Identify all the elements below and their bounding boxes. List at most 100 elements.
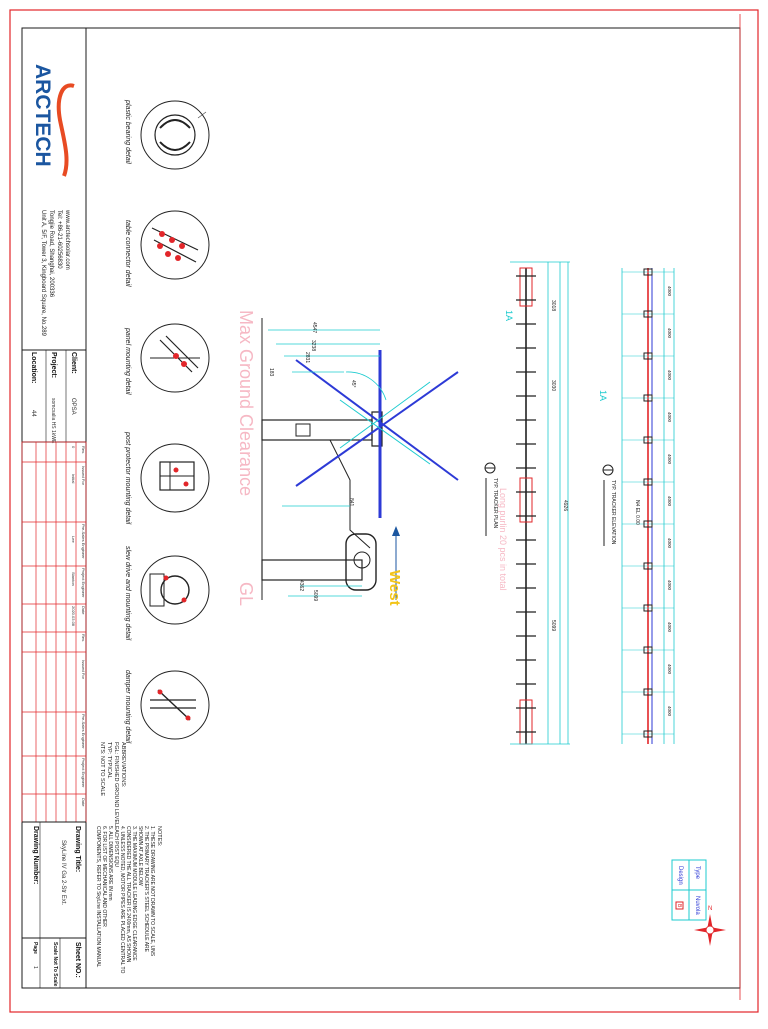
- post-marker: [643, 520, 653, 528]
- tracker-plan-view: 3018 3030 4926 5099 Long purlin 20 pcs i…: [484, 261, 570, 745]
- post-marker: [643, 604, 653, 612]
- note-4: 4. UNLESS NOTED, MOTOR PIPES ARE PLACED …: [119, 826, 125, 973]
- scale-label: Scale Not To Scale: [52, 942, 58, 987]
- logo-text: ARCTECH: [31, 64, 54, 167]
- detail-circle-slew: [140, 555, 210, 625]
- note-4b: EACH POST EQU: [113, 826, 119, 867]
- rev-row-rev: 0: [71, 446, 76, 449]
- rev-header-date-2: Date: [81, 798, 86, 807]
- module-tilt-west: [295, 371, 459, 487]
- rev-header-project-eng-2: Project Engineer: [81, 758, 86, 788]
- abbreviation-nts: NTS: NOT TO SCALE: [99, 742, 105, 796]
- drawing-title-value: SkyLine IV Ga 2-Str Ext.: [60, 840, 66, 905]
- rev-row-presales: Lee: [71, 536, 76, 543]
- location-value: 44: [30, 410, 36, 417]
- address-line-1: Unit A, 5/F, Tower 3, Kingboard Square, …: [40, 210, 46, 337]
- post-spacing-dim: 4000: [667, 496, 672, 507]
- detail-caption-slew: slew drive and mounting detail: [124, 546, 131, 641]
- rev-header-issued: Issued For: [81, 466, 86, 486]
- tilt-angle: 45°: [350, 380, 356, 388]
- dim-4362: 4362: [298, 580, 304, 591]
- page-label: Page: [32, 942, 38, 954]
- purlin-ticks: [516, 275, 536, 733]
- plan-dim-4: 5099: [550, 620, 556, 631]
- post-spacing-dim: 4000: [667, 328, 672, 339]
- note-3: 3. THE MAXIMUM MODULE LEADING EDGE CLEAR…: [131, 826, 137, 961]
- post-spacing-dim: 4000: [667, 412, 672, 423]
- detail-caption-damper: damper mounting detail: [124, 670, 131, 744]
- north-label: N: [708, 906, 712, 912]
- legend-type-label: Type: [694, 866, 700, 880]
- post-spacing-dim: 4000: [667, 538, 672, 549]
- legend-design-label: Design: [677, 866, 683, 885]
- legend-type-value: Nuvola: [694, 896, 700, 915]
- type-legend: Type Nuvola Design B: [671, 859, 707, 921]
- plan-dimensions: [510, 261, 570, 745]
- page-value: 1: [32, 966, 38, 969]
- detail-circle-bearing: [140, 100, 210, 170]
- post-ticks: 4000 4000 4000 4000 4000 4000 4000 4000 4000 4000…: [622, 268, 674, 738]
- post-marker: [643, 478, 653, 486]
- dim-841: 841: [348, 498, 354, 507]
- dim-4547: 4547: [311, 322, 317, 333]
- note-2b: SHOWN AT AXLE BELOW: [137, 826, 143, 886]
- long-purlin-note: Long purlin 20 pcs in total: [498, 488, 508, 591]
- sheet-label: Sheet NO.:: [74, 942, 81, 978]
- elevation-marker: 1A: [598, 390, 608, 401]
- abbreviation-typ: TYP: TYPICAL: [106, 742, 112, 779]
- revision-table: [21, 441, 87, 823]
- abbreviations-title: ABBREVIATIONS:: [120, 742, 126, 788]
- post-spacing-dim: 4000: [667, 580, 672, 591]
- slew-drive: [345, 533, 377, 591]
- post-spacing-dim: 4000: [667, 454, 672, 465]
- post-marker: [643, 646, 653, 654]
- dim-5099: 5099: [312, 590, 318, 601]
- west-label: West: [386, 570, 403, 606]
- post-marker: [643, 688, 653, 696]
- location-label: Location:: [30, 352, 37, 384]
- tracker-elevation-view: 4000 4000 4000 4000 4000 4000 4000 4000 4000 4000…: [598, 268, 675, 744]
- notes: NOTES: 1. THESE DRAWING ARE NOT DRAWN TO…: [95, 826, 162, 973]
- post-marker: [643, 730, 653, 738]
- note-6: 6. FOR LIST OF MECHANICAL AND OTHER: [101, 826, 107, 927]
- post-spacing-dim: 4000: [667, 622, 672, 633]
- gl-label: GL: [236, 582, 256, 606]
- detail-circle-post: [140, 443, 210, 513]
- north-arrow-icon: N: [694, 906, 726, 946]
- module-tilt-east: [295, 359, 459, 481]
- dim-183: 183: [268, 368, 274, 377]
- detail-caption-panel: panel mounting detail: [124, 327, 131, 395]
- tracker-plan-label: TYP. TRACKER PLAN: [492, 478, 498, 528]
- post-marker: [643, 310, 653, 318]
- max-ground-clearance-label: Max Ground Clearance: [236, 310, 256, 496]
- rev-header-issued-2: Issued For: [81, 660, 86, 680]
- post-spacing-dim: 4000: [667, 370, 672, 381]
- website: www.arctechsolar.com: [64, 209, 70, 270]
- detail-circle-connector: [140, 210, 210, 280]
- client-label: Client:: [70, 352, 77, 374]
- post-spacing-dim: 4000: [667, 706, 672, 717]
- post-lower: [261, 559, 363, 581]
- outer-border: [9, 9, 759, 1013]
- detail-caption-post: post protector mounting detail: [124, 431, 131, 525]
- plan-dim-3: 4926: [562, 500, 568, 511]
- post-spacing-dim: 4000: [667, 664, 672, 675]
- section-dimensions: [268, 329, 387, 597]
- post-marker: [643, 436, 653, 444]
- abbreviations: ABBREVIATIONS: FGL: FINISHED GROUND LEVE…: [99, 742, 126, 826]
- post-marker: [643, 268, 653, 276]
- arctech-logo: ARCTECH: [31, 64, 75, 177]
- legend-design-value: B: [676, 904, 682, 908]
- tracker-elevation-label: TYP. TRACKER ELEVATION: [610, 480, 616, 545]
- dim-2831: 2831: [304, 352, 310, 363]
- note-5: 5. ALL DIMENSIONS ARE IN mm: [107, 826, 113, 901]
- post-spacing-dim: 4000: [667, 286, 672, 297]
- plan-dim-1: 3018: [550, 300, 556, 311]
- detail-views: plastic bearing detail table connector d…: [124, 99, 210, 744]
- note-1: 1. THESE DRAWING ARE NOT DRAWN TO SCALE,…: [149, 826, 155, 957]
- phone: Tel: +86-21-60256830: [56, 210, 62, 269]
- rev-header-rev-2: Rev.: [81, 634, 86, 642]
- rev-header-presales-2: Pre-Sales Engineer: [81, 714, 86, 749]
- rev-header-date: Date: [81, 606, 86, 615]
